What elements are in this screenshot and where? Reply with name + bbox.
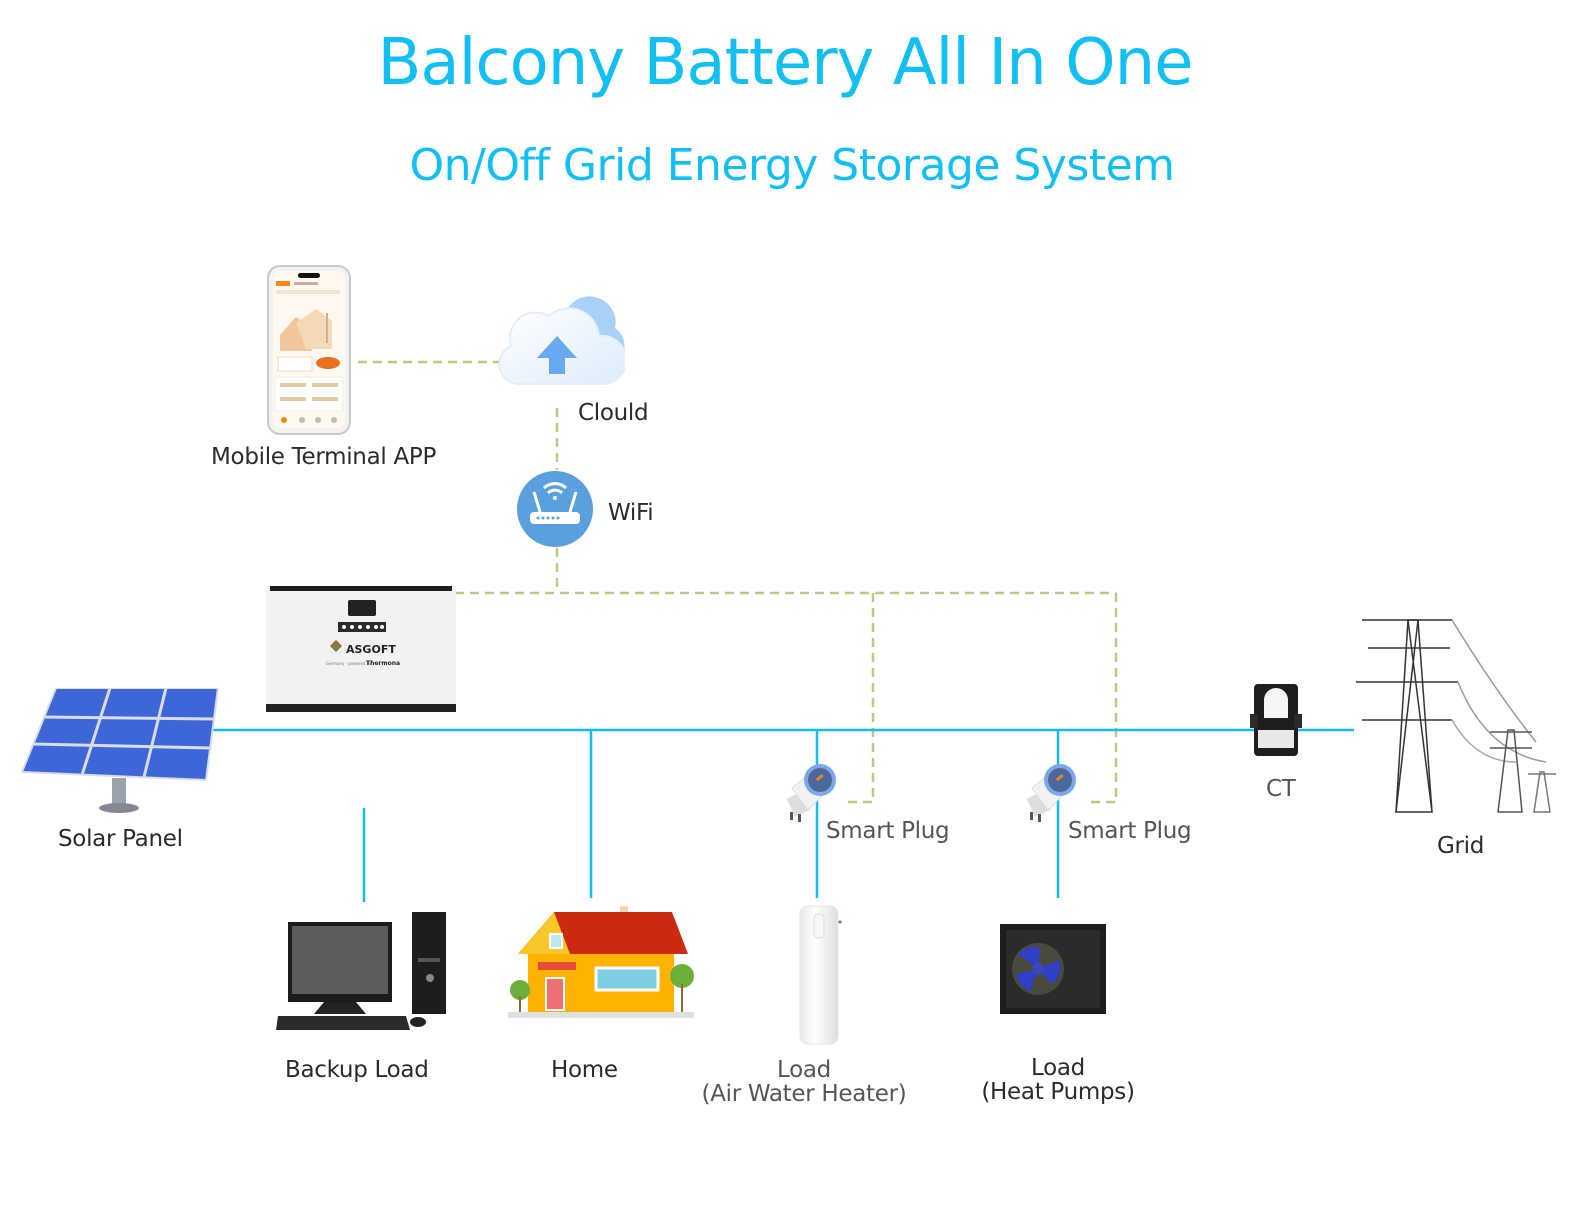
water-heater-label-line1: Load <box>777 1057 831 1083</box>
comm-line-plug2 <box>1088 593 1118 804</box>
smart-plug-1-label: Smart Plug <box>826 818 950 844</box>
smartphone-app-icon <box>266 265 352 435</box>
battery-tagline: Germany · powered by <box>326 661 372 666</box>
water-heater-label-line2: (Air Water Heater) <box>701 1081 907 1107</box>
battery-inverter-icon: ASGOFT Germany · powered by Thermona <box>266 586 456 712</box>
battery-brand: ASGOFT <box>346 643 396 656</box>
wifi-label: WiFi <box>608 500 654 526</box>
comm-lines <box>358 360 1118 804</box>
smart-plug-2-label: Smart Plug <box>1068 818 1192 844</box>
power-tower-icon <box>1356 612 1556 816</box>
cloud-label: Clould <box>578 400 649 426</box>
ct-label: CT <box>1266 776 1296 802</box>
wifi-router-icon <box>516 470 594 548</box>
smart-plug-icon <box>786 760 838 822</box>
heat-pump-label: Load (Heat Pumps) <box>960 1055 1156 1105</box>
mobile-app-label: Mobile Terminal APP <box>211 444 437 470</box>
solar-panel-icon <box>20 688 220 814</box>
grid-label: Grid <box>1437 833 1485 859</box>
power-lines <box>212 728 1354 902</box>
comm-line-plug1 <box>848 593 875 804</box>
smart-plug-icon <box>1026 760 1078 822</box>
solar-panel-label: Solar Panel <box>58 826 183 852</box>
house-icon <box>508 906 694 1020</box>
heat-pump-label-line1: Load <box>1031 1055 1085 1081</box>
page-title: Balcony Battery All In One <box>377 26 1193 100</box>
page-subtitle: On/Off Grid Energy Storage System <box>409 140 1175 191</box>
heat-pump-label-line2: (Heat Pumps) <box>981 1079 1135 1105</box>
water-heater-label: Load (Air Water Heater) <box>690 1057 918 1107</box>
backup-load-label: Backup Load <box>285 1057 429 1083</box>
current-transformer-icon <box>1250 684 1304 758</box>
home-label: Home <box>551 1057 618 1083</box>
battery-partner: Thermona <box>366 660 400 667</box>
heat-pump-icon <box>1000 924 1108 1020</box>
cloud-upload-icon <box>495 296 625 396</box>
water-heater-icon <box>796 904 842 1046</box>
desktop-computer-icon <box>276 910 448 1032</box>
